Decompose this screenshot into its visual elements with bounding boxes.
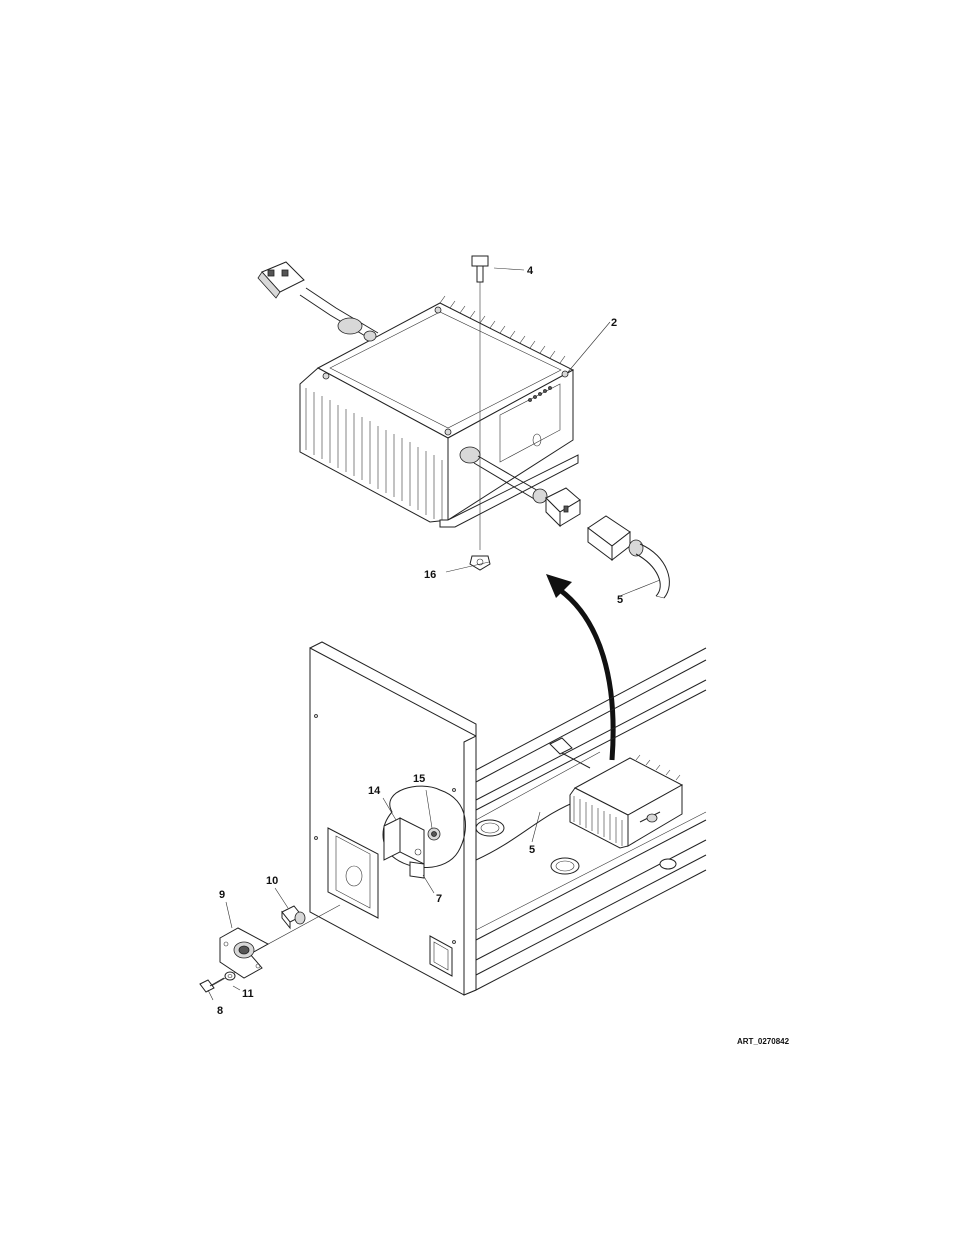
callout-4: 4 bbox=[527, 265, 534, 277]
callout-14: 14 bbox=[368, 785, 381, 797]
callout-5-bottom: 5 bbox=[529, 844, 535, 856]
callout-16: 16 bbox=[424, 569, 436, 581]
callout-7: 7 bbox=[436, 893, 442, 905]
callout-15: 15 bbox=[413, 773, 425, 785]
ac-power-cord-part-5 bbox=[588, 516, 669, 598]
nut-part-16 bbox=[470, 556, 490, 570]
fastener-part-15 bbox=[428, 828, 440, 840]
receptacle-assembly bbox=[200, 905, 340, 992]
battery-charger-exploded bbox=[258, 262, 580, 527]
callout-11: 11 bbox=[242, 988, 254, 1000]
screw-part-8 bbox=[200, 978, 224, 992]
art-identifier: ART_0270842 bbox=[737, 1037, 790, 1046]
callout-9: 9 bbox=[219, 889, 225, 901]
callout-5-top: 5 bbox=[617, 594, 623, 606]
callout-8: 8 bbox=[217, 1005, 223, 1017]
callout-10: 10 bbox=[266, 875, 278, 887]
washer-part-11 bbox=[225, 972, 235, 980]
callout-2: 2 bbox=[611, 317, 617, 329]
charger-output-connector bbox=[258, 262, 304, 298]
installation-arrow bbox=[546, 574, 613, 760]
machine-chassis bbox=[310, 642, 706, 995]
charger-installed bbox=[550, 738, 682, 848]
receptacle-part-9 bbox=[220, 928, 268, 978]
connector-part-10 bbox=[282, 906, 305, 928]
charger-input-plug bbox=[546, 488, 580, 526]
